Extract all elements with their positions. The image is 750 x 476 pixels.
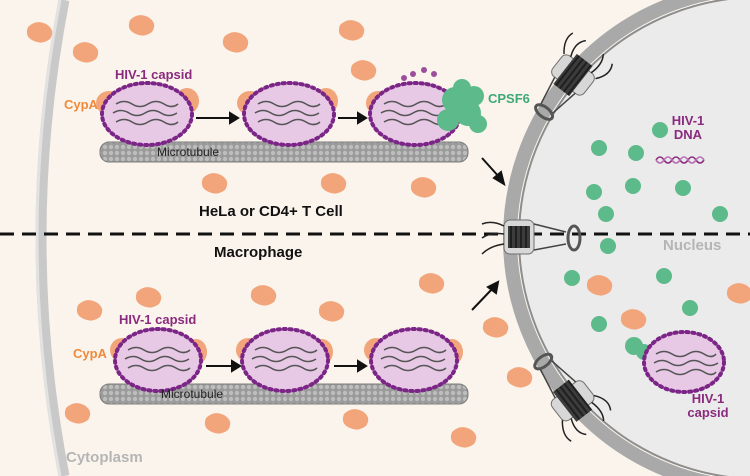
cpsf6-nuclear [564,122,728,360]
cpsf6-molecule [628,145,644,161]
cypa-molecule [320,173,347,194]
cypa-molecule [338,20,365,41]
condition-label-macrophage: Macrophage [214,244,303,261]
cypa-molecules-bottom [64,273,750,448]
cypa-label-top: CypA [64,97,98,112]
cypa-molecule [350,60,377,81]
capsid-top-1 [96,81,199,147]
cypa-molecule [482,317,509,338]
cpsf6-molecule [682,300,698,316]
cpsf6-molecule [586,184,602,200]
nuclear-capsid-label-line1: HIV-1 [691,391,725,406]
nuclear-capsid-label-line2: capsid [687,405,729,421]
microtubule-label-top: Microtubule [157,145,220,159]
cypa-molecule [204,413,231,434]
nuclear-pore-top [534,32,613,121]
cell-membrane [35,0,70,476]
capsid-label-bottom: HIV-1 capsid [119,312,197,327]
cypa-molecule [586,275,613,296]
hiv1-dna-label: HIV-1 DNA [660,113,716,143]
cypa-molecule [76,300,103,321]
capsid-bottom-3 [364,327,463,393]
cypa-molecule [135,287,162,308]
capsid-top-2 [237,81,338,147]
cypa-molecules-top [26,15,437,198]
cpsf6-molecule [652,122,668,138]
cypa-molecule [26,22,53,43]
cpsf6-molecule [656,268,672,284]
cpsf6-molecule [600,238,616,254]
cypa-molecule [318,301,345,322]
cpsf6-molecule [712,206,728,222]
cypa-molecule [450,427,477,448]
hiv1-dna-label-line1: HIV-1 [671,113,705,128]
cpsf6-label: CPSF6 [488,91,530,106]
nuclear-pore-bottom [533,352,612,442]
microtubule-label-bottom: Microtubule [161,387,224,401]
cypa-molecule [250,285,277,306]
cpsf6-molecule [625,178,641,194]
cypa-molecule [726,283,750,304]
cypa-molecule [506,367,533,388]
cypa-molecule [222,32,249,53]
cytoplasm-label: Cytoplasm [66,449,143,466]
cypa-molecule [418,273,445,294]
nucleus-label: Nucleus [663,237,722,254]
cypa-molecule [620,309,647,330]
hiv1-dna-helix [655,156,705,164]
cpsf6-molecule [675,180,691,196]
cypa-label-bottom: CypA [73,346,107,361]
cpsf6-cluster [437,79,487,133]
nuclear-capsid-label: HIV-1 capsid [678,391,738,421]
condition-label-hela-cd4: HeLa or CD4+ T Cell [199,203,343,220]
cpsf6-molecule [598,206,614,222]
nuclear-pore-middle [481,219,582,255]
cypa-molecule [201,173,228,194]
capsid-top-3 [366,67,462,147]
capsid-bottom-2 [236,327,333,393]
cpsf6-molecule [564,270,580,286]
capsid-label-top: HIV-1 capsid [115,67,193,82]
arrows-to-pore [471,157,506,311]
capsid-bottom-1 [110,327,207,393]
nuclear-capsid [642,330,726,394]
cpsf6-molecule [591,316,607,332]
arrows-bottom [206,359,368,373]
cypa-molecule [128,15,155,36]
cpsf6-molecule [591,140,607,156]
cypa-molecule [342,409,369,430]
arrows-top [196,111,368,125]
cypa-molecule [72,42,99,63]
cell-membrane-inner [35,0,62,476]
hiv1-dna-label-line2: DNA [673,127,703,143]
cypa-molecule [64,403,91,424]
cypa-molecule [410,177,437,198]
